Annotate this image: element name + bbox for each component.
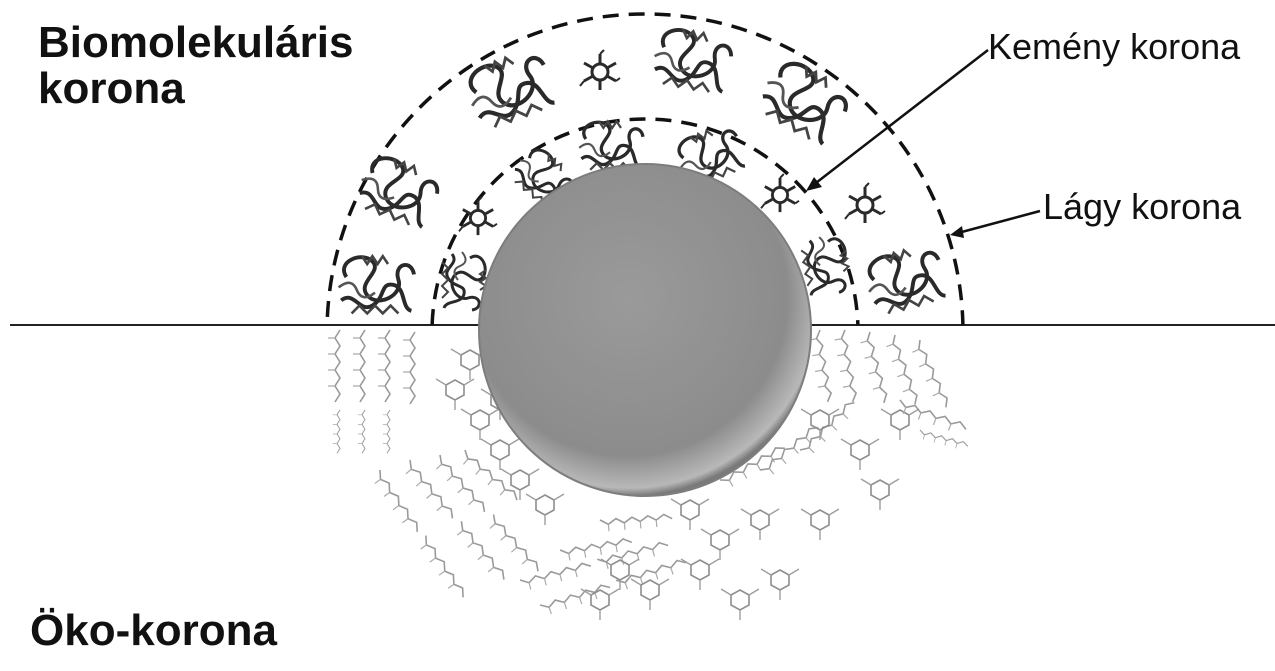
protein-icon bbox=[861, 242, 949, 317]
protein-icon bbox=[442, 252, 486, 310]
biomolecular-corona-title-line1: Biomolekuláris bbox=[38, 20, 353, 66]
nanoparticle bbox=[479, 164, 811, 496]
protein-icon bbox=[650, 25, 734, 94]
protein-icon bbox=[753, 54, 854, 148]
protein-icon bbox=[353, 151, 443, 231]
hard-corona-arrow bbox=[806, 50, 988, 191]
biomolecular-corona-title-line2: korona bbox=[38, 66, 353, 112]
eco-corona-title: Öko-korona bbox=[30, 608, 277, 654]
star-molecule-icon bbox=[761, 174, 799, 212]
star-molecule-icon bbox=[580, 50, 620, 90]
protein-icon bbox=[339, 256, 414, 313]
protein-icon bbox=[799, 233, 852, 298]
hard-corona-label: Kemény korona bbox=[988, 28, 1240, 66]
protein-icon bbox=[579, 121, 643, 169]
soft-corona-label: Lágy korona bbox=[1043, 188, 1241, 226]
protein-icon bbox=[461, 46, 558, 132]
star-molecule-icon bbox=[845, 183, 885, 223]
biomolecular-corona-title: Biomolekuláris korona bbox=[38, 20, 353, 112]
soft-corona-arrow bbox=[950, 211, 1040, 238]
